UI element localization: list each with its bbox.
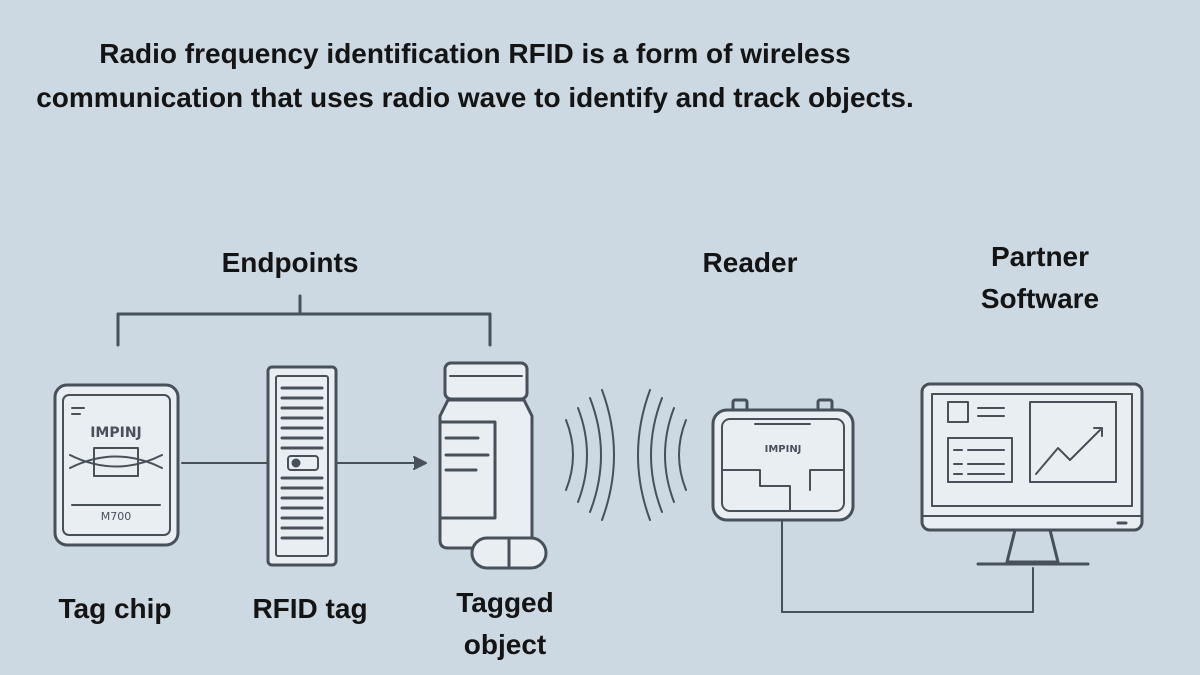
tag-chip-icon bbox=[53, 383, 180, 547]
chip-brand-text: IMPINJ bbox=[90, 425, 142, 441]
reader-brand-text: IMPINJ bbox=[765, 444, 802, 455]
monitor-icon bbox=[920, 382, 1144, 566]
rfid-tag-icon bbox=[266, 365, 338, 567]
reader-label: Reader bbox=[702, 247, 798, 278]
flow-arrows bbox=[181, 456, 427, 470]
radio-wave-icon bbox=[565, 389, 687, 521]
partner-software-label: Partner Software bbox=[980, 241, 1100, 314]
bottle-icon bbox=[438, 361, 548, 570]
reader-icon bbox=[711, 398, 1034, 613]
diagram-title: Radio frequency identification RFID is a… bbox=[36, 38, 914, 113]
tagged-object-label: Tagged object bbox=[456, 587, 554, 660]
endpoints-bracket bbox=[116, 294, 492, 347]
chart-icon bbox=[1029, 401, 1117, 483]
rfid-tag-label: RFID tag bbox=[252, 593, 368, 624]
endpoints-label: Endpoints bbox=[221, 247, 359, 278]
chip-model-text: M700 bbox=[101, 510, 132, 523]
tag-chip-label: Tag chip bbox=[58, 593, 172, 624]
